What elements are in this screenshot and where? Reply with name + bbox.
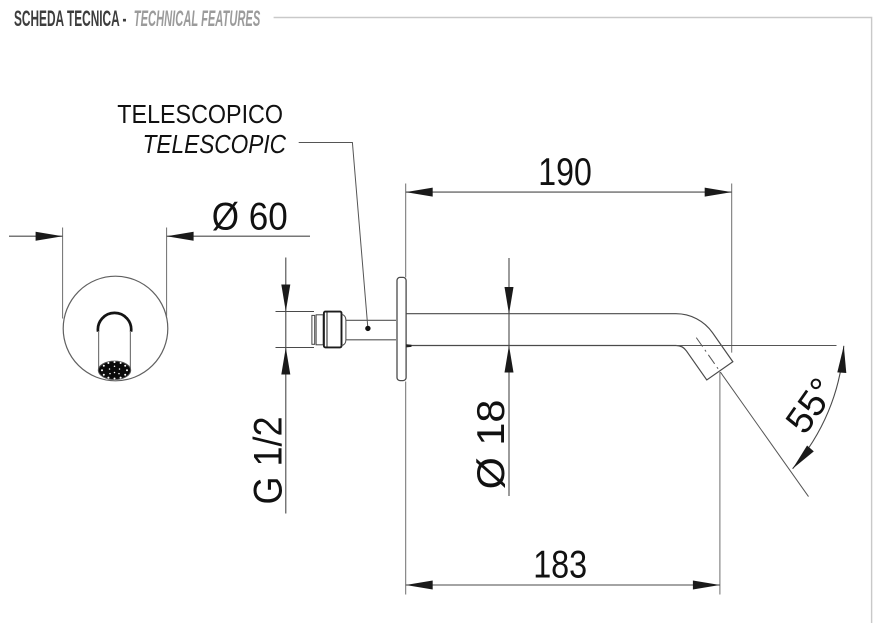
svg-text:TELESCOPICO: TELESCOPICO bbox=[117, 99, 283, 129]
svg-text:Ø 60: Ø 60 bbox=[212, 196, 288, 239]
svg-text:TELESCOPIC: TELESCOPIC bbox=[143, 129, 287, 159]
svg-text:SCHEDA TECNICA -: SCHEDA TECNICA - bbox=[14, 6, 127, 31]
svg-text:55°: 55° bbox=[777, 370, 844, 441]
svg-text:Ø 18: Ø 18 bbox=[470, 400, 513, 490]
svg-text:G 1/2: G 1/2 bbox=[247, 417, 291, 505]
svg-text:183: 183 bbox=[533, 543, 587, 586]
svg-text:190: 190 bbox=[538, 151, 592, 194]
svg-text:TECHNICAL FEATURES: TECHNICAL FEATURES bbox=[134, 6, 261, 31]
